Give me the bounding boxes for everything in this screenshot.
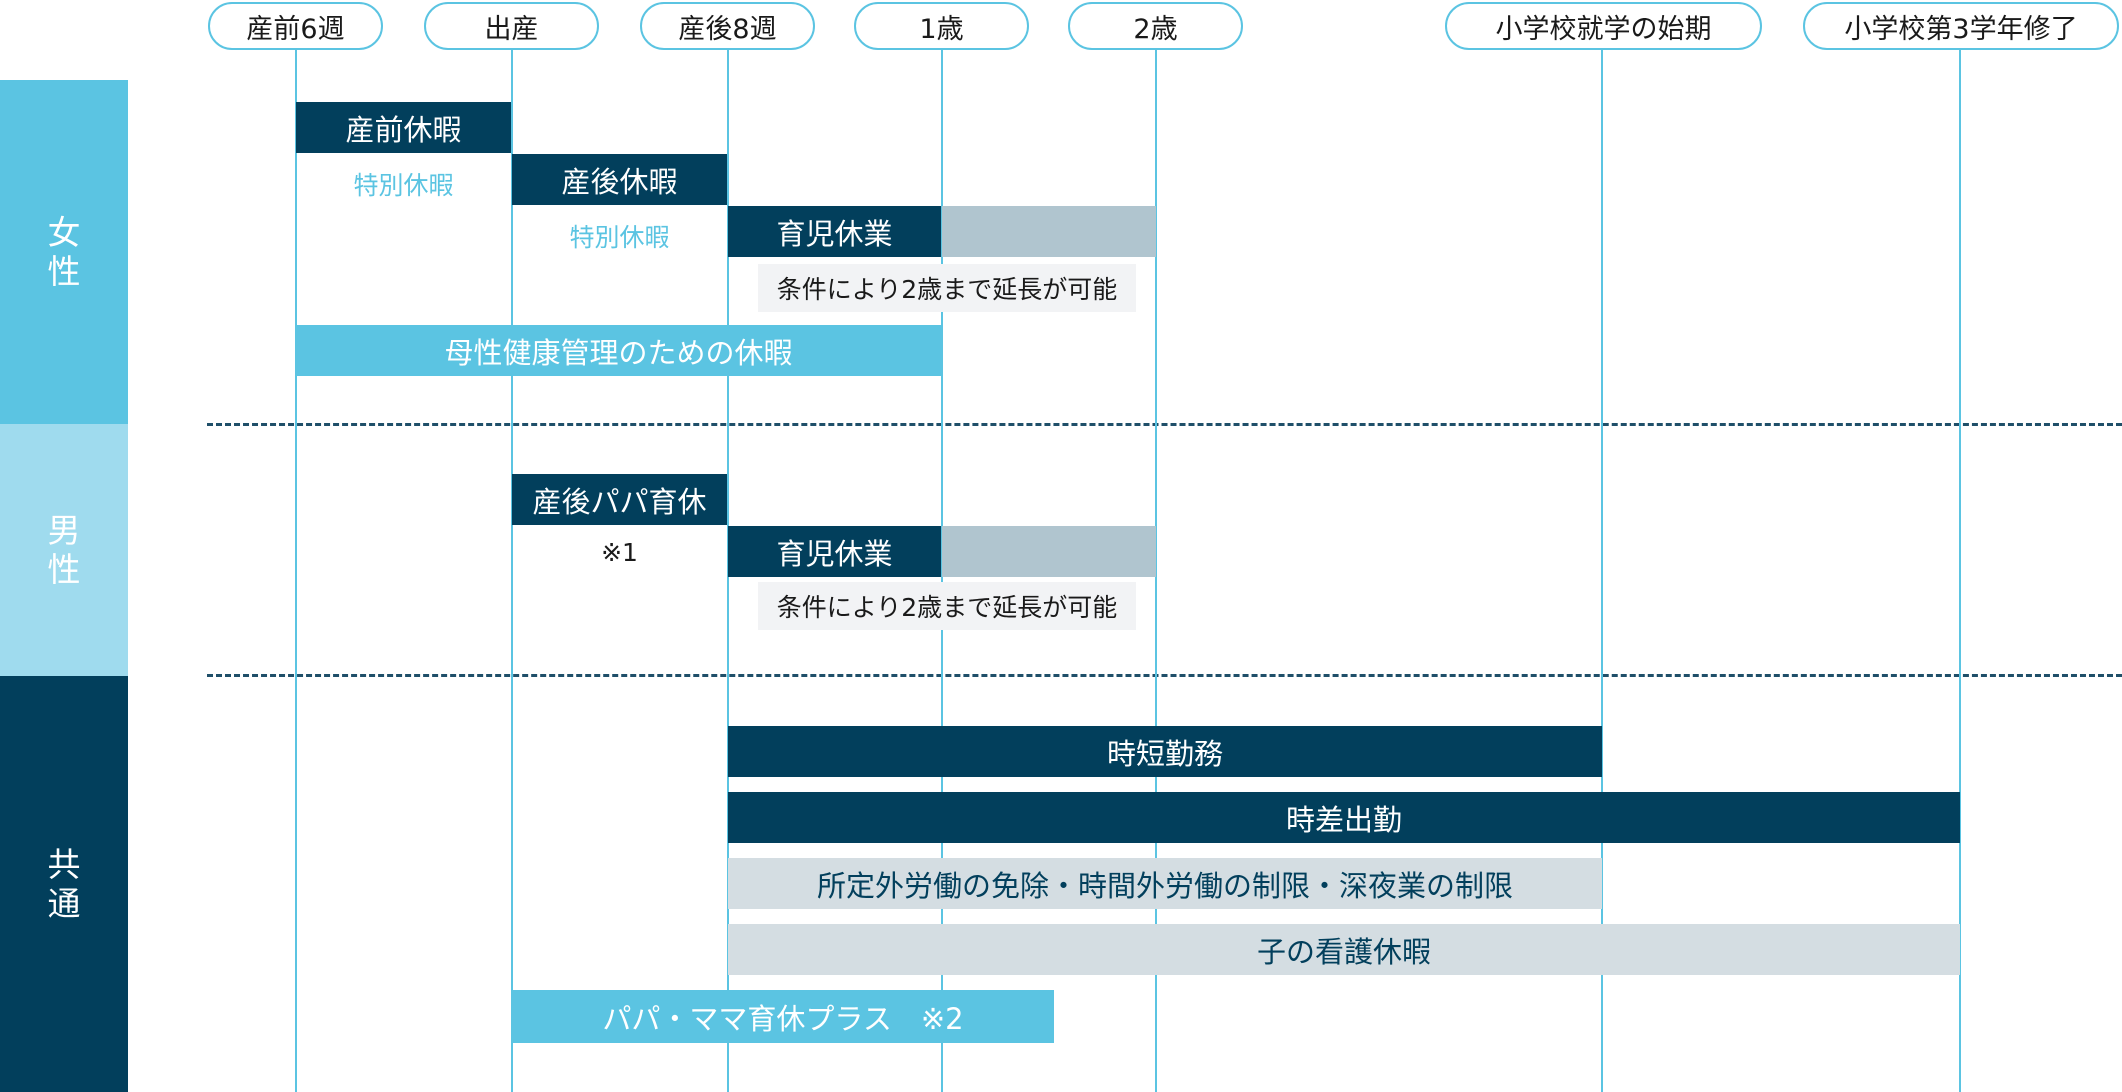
bar-male-childcare-leave: 育児休業 bbox=[728, 526, 941, 577]
section-male: 男性 bbox=[0, 424, 128, 676]
milestone-birth: 出産 bbox=[424, 2, 599, 50]
bar-postnatal-leave: 産後休暇 bbox=[512, 154, 727, 205]
section-common: 共通 bbox=[0, 676, 128, 1092]
label-prenatal-special-leave: 特別休暇 bbox=[353, 171, 454, 200]
separator-male-common bbox=[207, 674, 2122, 677]
label-postnatal-special-leave: 特別休暇 bbox=[569, 223, 670, 252]
female-extension-note: 条件により2歳まで延長が可能 bbox=[758, 264, 1136, 312]
section-female: 女性 bbox=[0, 80, 128, 424]
milestone-age-2: 2歳 bbox=[1068, 2, 1243, 50]
bar-staggered-hours: 時差出勤 bbox=[728, 792, 1960, 843]
bar-prenatal-leave: 産前休暇 bbox=[296, 102, 511, 153]
milestone-line bbox=[1601, 50, 1603, 1092]
bar-child-care-leave: 子の看護休暇 bbox=[728, 924, 1960, 975]
bar-overtime-limits: 所定外労働の免除・時間外労働の制限・深夜業の制限 bbox=[728, 858, 1602, 909]
milestone-line bbox=[1959, 50, 1961, 1092]
milestone-postnatal-8w: 産後8週 bbox=[640, 2, 815, 50]
male-extension-note: 条件により2歳まで延長が可能 bbox=[758, 582, 1136, 630]
milestone-line bbox=[511, 50, 513, 1092]
milestone-school-entry: 小学校就学の始期 bbox=[1445, 2, 1762, 50]
section-common-label: 共通 bbox=[47, 845, 81, 923]
bar-maternal-health-leave: 母性健康管理のための休暇 bbox=[296, 325, 941, 376]
milestone-prenatal-6w: 産前6週 bbox=[208, 2, 383, 50]
bar-female-childcare-leave: 育児休業 bbox=[728, 206, 941, 257]
section-female-label: 女性 bbox=[47, 213, 81, 291]
bar-papa-mama-plus: パパ・ママ育休プラス ※2 bbox=[512, 990, 1054, 1043]
separator-female-male bbox=[207, 423, 2122, 426]
milestone-grade3-end: 小学校第3学年修了 bbox=[1803, 2, 2119, 50]
bar-female-childcare-extension bbox=[942, 206, 1156, 257]
label-papa-note: ※1 bbox=[601, 537, 638, 567]
milestone-line bbox=[1155, 50, 1157, 1092]
milestone-age-1: 1歳 bbox=[854, 2, 1029, 50]
section-male-label: 男性 bbox=[47, 511, 81, 589]
milestone-line bbox=[295, 50, 297, 1092]
bar-short-hours: 時短勤務 bbox=[728, 726, 1602, 777]
bar-papa-paternity-leave: 産後パパ育休 bbox=[512, 474, 727, 525]
bar-male-childcare-extension bbox=[942, 526, 1156, 577]
